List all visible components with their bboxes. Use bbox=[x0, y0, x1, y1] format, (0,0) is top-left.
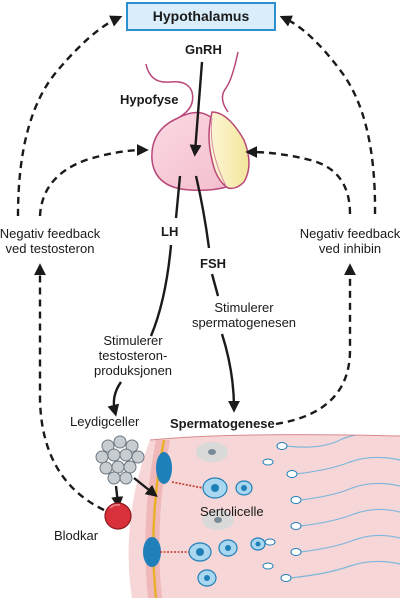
tubule-outline bbox=[149, 434, 400, 441]
leydig-cell-7 bbox=[131, 450, 145, 464]
fsh-effect-line-2: spermatogenesen bbox=[192, 315, 296, 330]
spermatocyte-lower-1-nucleus bbox=[196, 548, 204, 556]
spermatogenesis-label: Spermatogenese bbox=[170, 416, 275, 431]
leydig-cell-5 bbox=[107, 448, 121, 462]
spermatogonium-upper bbox=[156, 452, 172, 484]
lh-effect-line-3: produksjonen bbox=[94, 363, 172, 378]
blood-vessel-label: Blodkar bbox=[54, 528, 99, 543]
leydig-cell-10 bbox=[123, 460, 137, 474]
feedback-left-to-pituitary-arrow bbox=[38, 144, 149, 217]
hypothalamus-box bbox=[126, 2, 276, 31]
leydig-cell-2 bbox=[113, 435, 127, 449]
pituitary-divider bbox=[210, 117, 227, 187]
sperm-head-4 bbox=[290, 522, 302, 530]
sperm-head-6 bbox=[280, 574, 292, 582]
feedback-right-line-2: ved inhibin bbox=[319, 241, 381, 256]
germ-cell-chain-upper bbox=[156, 452, 253, 499]
lh-stem bbox=[174, 175, 182, 219]
spermatocyte-upper-2-nucleus bbox=[241, 485, 247, 491]
sperm-tail-6 bbox=[289, 560, 400, 579]
spermatocyte-lower-4-nucleus bbox=[255, 541, 261, 547]
gnrh-arrow bbox=[189, 61, 204, 157]
sperm-heads bbox=[276, 442, 302, 582]
fsh-line-upper bbox=[210, 273, 220, 297]
spermatocyte-upper-1-nucleus bbox=[211, 484, 219, 492]
sperm-group bbox=[285, 434, 400, 579]
blood-vessel-highlight bbox=[109, 504, 121, 509]
leydig-cell-12 bbox=[119, 471, 133, 485]
sperm-head-2 bbox=[286, 470, 298, 478]
feedback-testosterone-arrow bbox=[34, 263, 105, 512]
fsh-stem bbox=[194, 175, 211, 249]
pituitary-stalk-right bbox=[221, 51, 239, 113]
lh-line-upper bbox=[149, 244, 173, 337]
pituitary-label: Hypofyse bbox=[120, 92, 179, 107]
fsh-label: FSH bbox=[200, 256, 226, 271]
leydig-label: Leydigceller bbox=[70, 414, 140, 429]
lh-label: LH bbox=[161, 224, 178, 239]
leydig-cell-11 bbox=[107, 471, 121, 485]
seminiferous-tubule bbox=[128, 434, 400, 598]
blood-vessel bbox=[104, 502, 132, 530]
sperm-head-3 bbox=[290, 496, 302, 504]
gnrh-label: GnRH bbox=[185, 42, 222, 57]
leydig-to-blood-vessel-arrow bbox=[111, 485, 124, 509]
sperm-tail-3 bbox=[299, 482, 400, 501]
sperm-tail-4 bbox=[299, 508, 400, 527]
sperm-head-1 bbox=[276, 442, 288, 450]
spermatids bbox=[262, 458, 276, 570]
sperm-tail-2 bbox=[295, 456, 400, 475]
leydig-cell-4 bbox=[95, 450, 109, 464]
sperm-tail-1 bbox=[285, 434, 400, 448]
spermatogonium-lower bbox=[143, 537, 161, 567]
sperm-head-5 bbox=[290, 548, 302, 556]
leydig-cell-3 bbox=[125, 439, 139, 453]
spermatid-3 bbox=[262, 562, 274, 570]
leydig-to-tubule-arrow bbox=[133, 477, 158, 497]
upper-bridge bbox=[171, 481, 204, 489]
feedback-right-line-1: Negativ feedback bbox=[300, 226, 400, 241]
spermatid-2 bbox=[264, 538, 276, 546]
sertoli-label: Sertolicelle bbox=[200, 504, 264, 519]
blood-vessel-outer bbox=[104, 502, 132, 530]
leydig-cell-8 bbox=[99, 461, 113, 475]
lumen-cell-1-nucleus bbox=[208, 449, 216, 455]
germ-cell-chain-lower bbox=[143, 537, 266, 587]
fsh-effect-line-1: Stimulerer bbox=[214, 300, 274, 315]
feedback-inhibin-arrow bbox=[275, 263, 356, 426]
leydig-cell-cluster bbox=[95, 435, 145, 485]
feedback-left-line-2: ved testosteron bbox=[6, 241, 95, 256]
fsh-arrow-to-spermatogenesis bbox=[220, 333, 240, 413]
lumen-cell-2-nucleus bbox=[214, 517, 222, 523]
pituitary-stalk-left bbox=[145, 63, 194, 119]
leydig-cell-6 bbox=[119, 448, 133, 462]
feedback-left-to-hypothalamus-arrow bbox=[16, 15, 123, 217]
lh-arrow-to-leydig bbox=[107, 381, 122, 417]
hypothalamus: Hypothalamus bbox=[126, 2, 276, 31]
feedback-right-to-hypothalamus-arrow bbox=[279, 15, 377, 215]
sperm-tail-5 bbox=[299, 534, 400, 553]
leydig-cell-9 bbox=[111, 460, 125, 474]
lh-effect-line-1: Stimulerer bbox=[103, 333, 163, 348]
leydig-cell-1 bbox=[101, 439, 115, 453]
spermatocyte-lower-3-nucleus bbox=[204, 575, 210, 581]
spermatid-1 bbox=[262, 458, 274, 466]
hypothalamus-label: Hypothalamus bbox=[153, 8, 250, 24]
spermatocyte-lower-2-nucleus bbox=[225, 545, 231, 551]
feedback-left-line-1: Negativ feedback bbox=[0, 226, 101, 241]
lh-effect-line-2: testosteron- bbox=[99, 348, 168, 363]
feedback-right-to-pituitary-arrow bbox=[245, 146, 352, 215]
